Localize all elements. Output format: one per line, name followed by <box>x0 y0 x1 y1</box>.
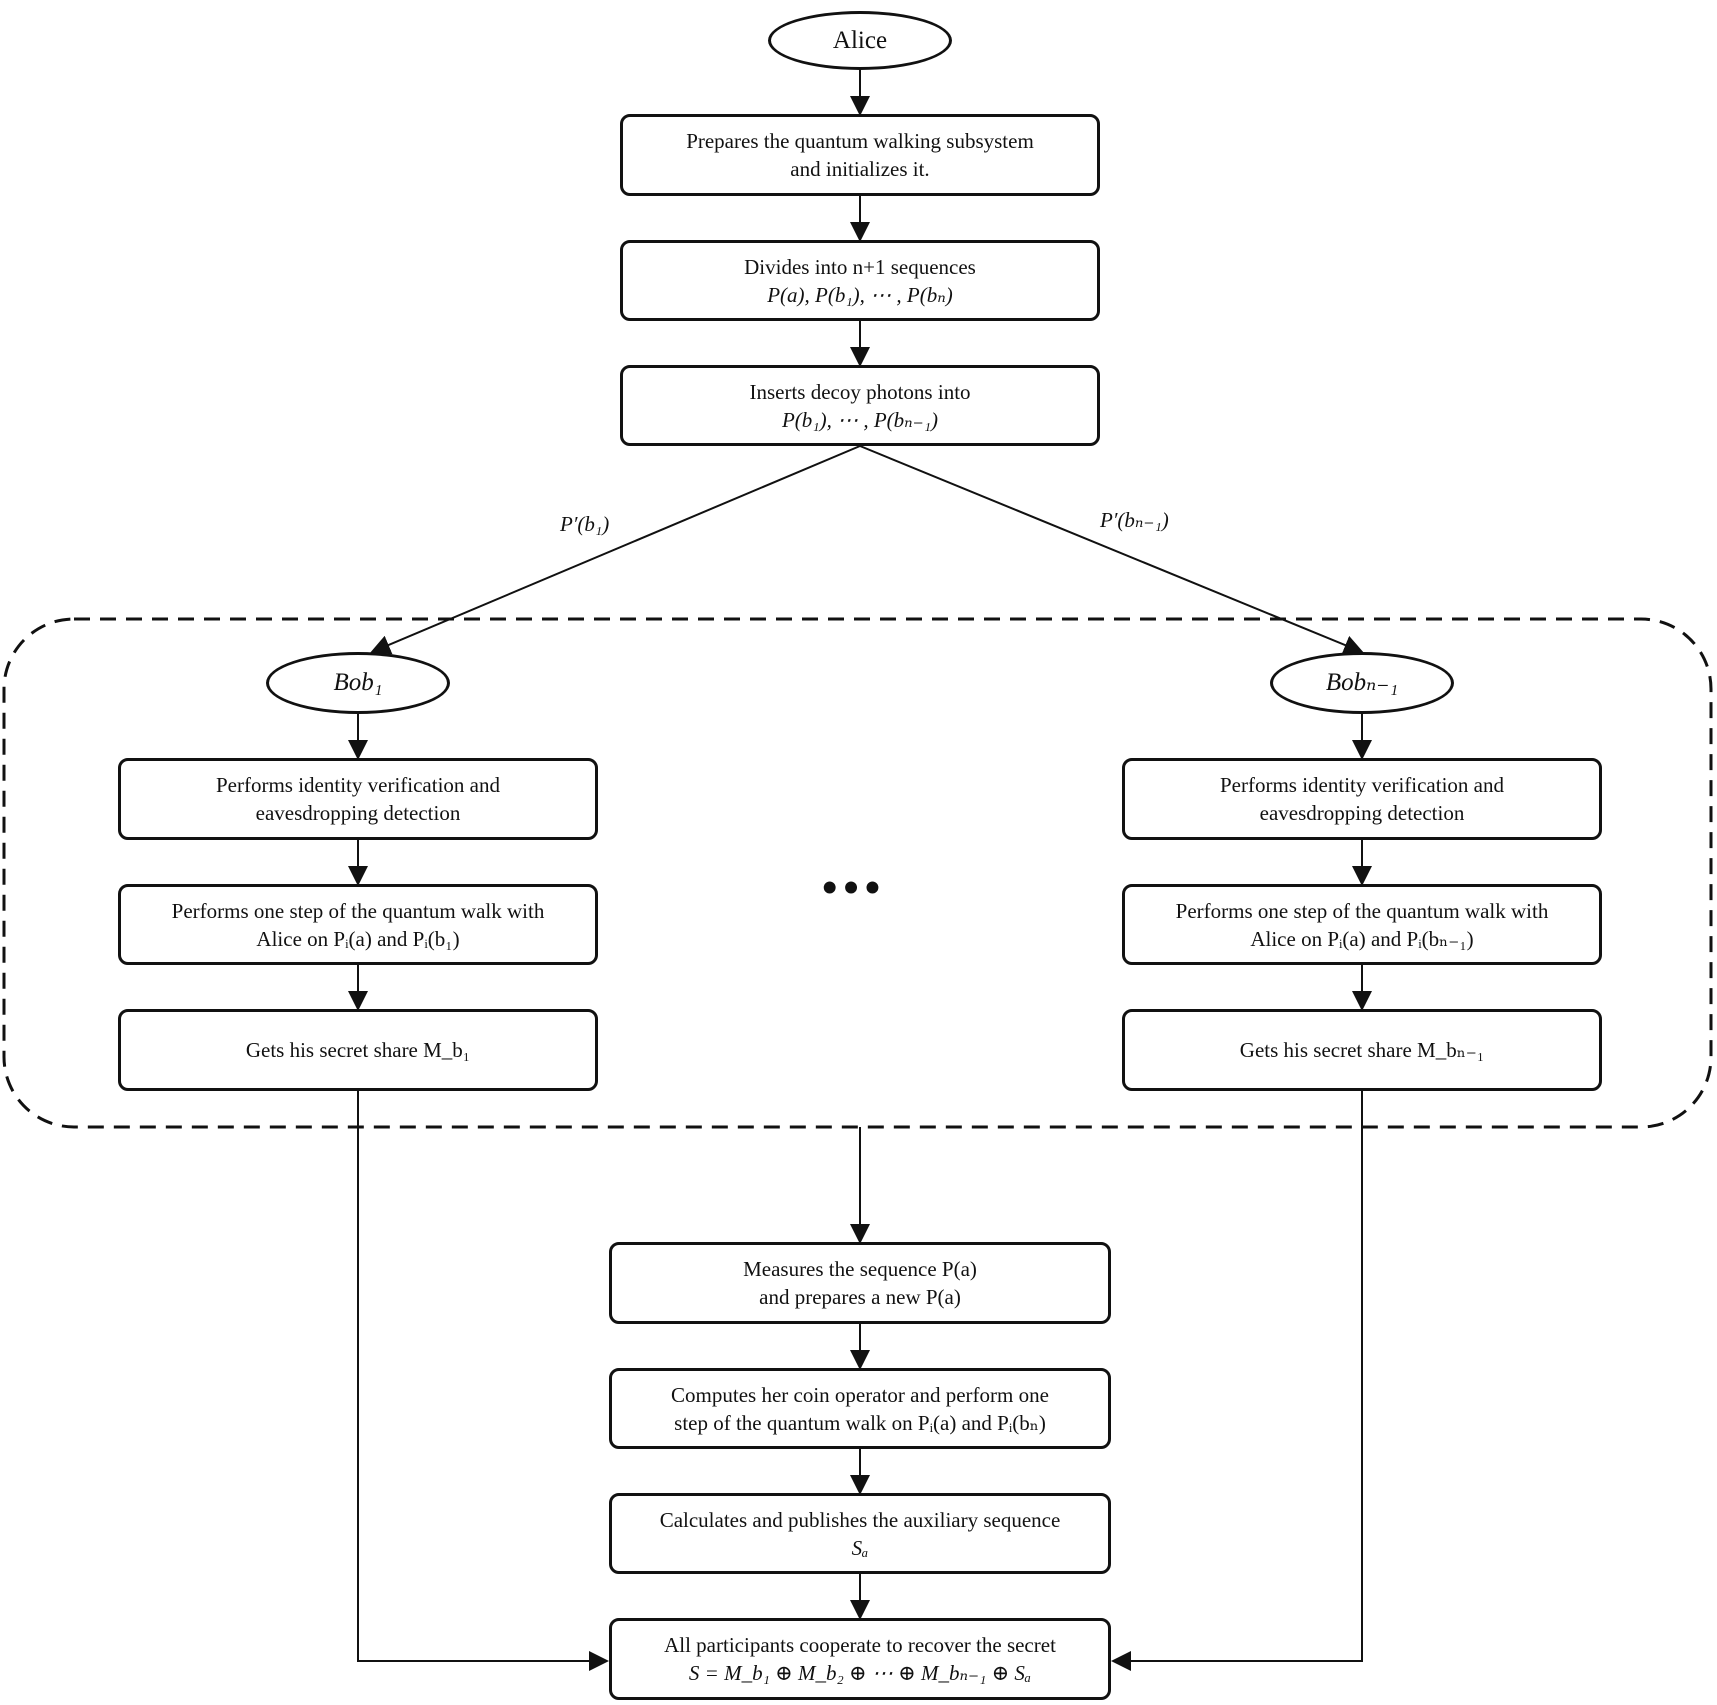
walk-left-step: Performs one step of the quantum walk wi… <box>118 884 598 965</box>
verify-left-line-1: Performs identity verification and <box>215 773 500 797</box>
prepare-line-1: Prepares the quantum walking subsystem <box>686 129 1034 153</box>
recover-secret-step: All participants cooperate to recover th… <box>609 1618 1111 1700</box>
share-right-step: Gets his secret share M_bₙ₋₁ <box>1122 1009 1602 1091</box>
compute-line-1: Computes her coin operator and perform o… <box>671 1382 1049 1407</box>
alice-label: Alice <box>832 26 888 54</box>
measure-line-2: and prepares a new P(a) <box>759 1285 961 1309</box>
publish-line-2: Sₐ <box>851 1535 869 1560</box>
prepare-line-2: and initializes it. <box>790 157 930 181</box>
walk-left-line-2: Alice on Pᵢ(a) and Pᵢ(b₁) <box>256 926 460 951</box>
publish-auxiliary-step: Calculates and publishes the auxiliary s… <box>609 1493 1111 1574</box>
compute-coin-step: Computes her coin operator and perform o… <box>609 1368 1111 1449</box>
measure-line-1: Measures the sequence P(a) <box>743 1257 977 1281</box>
prepare-subsystem-step: Prepares the quantum walking subsystem a… <box>620 114 1100 196</box>
walk-right-line-1: Performs one step of the quantum walk wi… <box>1175 898 1549 923</box>
divide-line-1: Divides into n+1 sequences <box>744 254 976 279</box>
arrow-share-right-to-recover <box>1111 1091 1363 1671</box>
bobn-label: Bobₙ₋₁ <box>1325 669 1399 696</box>
divide-sequences-step: Divides into n+1 sequences P(a), P(b₁), … <box>620 240 1100 321</box>
measure-step: Measures the sequence P(a) and prepares … <box>609 1242 1111 1324</box>
share-left-text: Gets his secret share M_b₁ <box>245 1038 471 1062</box>
insert-decoy-step: Inserts decoy photons into P(b₁), ⋯ , P(… <box>620 365 1100 446</box>
recover-line-2: S = M_b₁ ⊕ M_b₂ ⊕ ⋯ ⊕ M_bₙ₋₁ ⊕ Sₐ <box>688 1661 1032 1685</box>
walk-right-line-2: Alice on Pᵢ(a) and Pᵢ(bₙ₋₁) <box>1250 926 1474 951</box>
participant-group-boundary <box>2 617 1713 1129</box>
compute-line-2: step of the quantum walk on Pᵢ(a) and Pᵢ… <box>674 1410 1046 1435</box>
verify-right-line-2: eavesdropping detection <box>1259 801 1465 825</box>
publish-line-1: Calculates and publishes the auxiliary s… <box>659 1507 1061 1532</box>
walk-right-step: Performs one step of the quantum walk wi… <box>1122 884 1602 965</box>
verify-left-step: Performs identity verification and eaves… <box>118 758 598 840</box>
arrow-insert-to-bobn <box>859 445 1364 655</box>
edge-label-left: P′(b₁) <box>560 512 610 536</box>
more-participants-ellipsis: ••• <box>822 863 887 912</box>
verify-right-step: Performs identity verification and eaves… <box>1122 758 1602 840</box>
divide-line-2: P(a), P(b₁), ⋯ , P(bₙ) <box>767 282 953 307</box>
share-right-text: Gets his secret share M_bₙ₋₁ <box>1239 1038 1485 1062</box>
recover-line-1: All participants cooperate to recover th… <box>664 1633 1056 1657</box>
share-left-step: Gets his secret share M_b₁ <box>118 1009 598 1091</box>
alice-node: Alice <box>768 11 952 70</box>
insert-line-1: Inserts decoy photons into <box>749 379 971 404</box>
verify-right-line-1: Performs identity verification and <box>1219 773 1504 797</box>
bob1-node: Bob₁ <box>266 652 450 714</box>
walk-left-line-1: Performs one step of the quantum walk wi… <box>171 898 545 923</box>
arrow-share-left-to-recover <box>357 1091 609 1671</box>
arrow-insert-to-bob1 <box>370 445 861 655</box>
bob1-label: Bob₁ <box>333 669 383 696</box>
verify-left-line-2: eavesdropping detection <box>255 801 461 825</box>
edge-label-right: P′(bₙ₋₁) <box>1100 508 1169 532</box>
bobn-node: Bobₙ₋₁ <box>1270 652 1454 714</box>
insert-line-2: P(b₁), ⋯ , P(bₙ₋₁) <box>781 407 939 432</box>
